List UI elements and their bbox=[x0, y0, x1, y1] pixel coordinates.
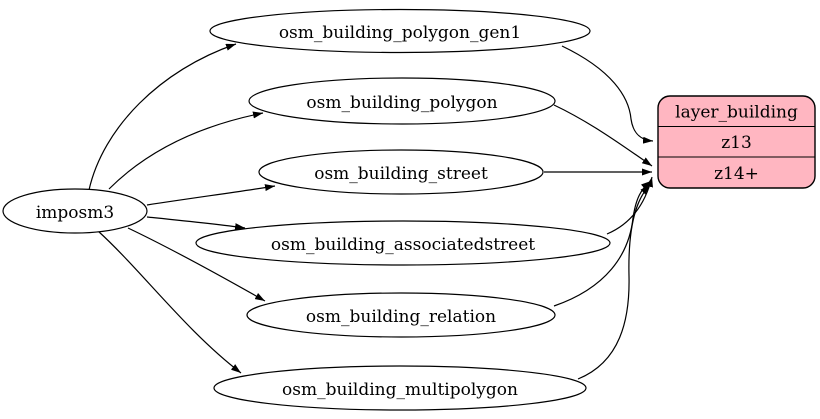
edge-imposm3-osm-building-associatedstreet bbox=[146, 216, 246, 231]
node-osm-building-relation: osm_building_relation bbox=[246, 292, 556, 338]
osm-building-multipolygon-ellipse bbox=[213, 365, 587, 411]
osm-building-associatedstreet-ellipse bbox=[195, 220, 611, 266]
edge-imposm3-osm-building-relation bbox=[127, 227, 266, 302]
node-layer-building: layer_building z13 z14+ bbox=[657, 95, 816, 189]
edge-imposm3-osm-building-polygon-gen1 bbox=[88, 43, 237, 191]
osm-building-street-label: osm_building_street bbox=[314, 164, 488, 184]
osm-building-polygon-gen1-ellipse bbox=[209, 8, 591, 54]
edge-osm-building-polygon-layer-building-z14 bbox=[553, 104, 653, 167]
osm-building-associatedstreet-label: osm_building_associatedstreet bbox=[271, 235, 535, 255]
layer-building-row-z14plus: z14+ bbox=[714, 164, 759, 184]
node-osm-building-polygon: osm_building_polygon bbox=[248, 77, 556, 125]
osm-building-polygon-ellipse bbox=[248, 77, 556, 125]
osm-building-polygon-gen1-label: osm_building_polygon_gen1 bbox=[279, 23, 521, 43]
osm-building-multipolygon-label: osm_building_multipolygon bbox=[282, 380, 518, 400]
node-imposm3: imposm3 bbox=[2, 188, 148, 234]
osm-building-polygon-label: osm_building_polygon bbox=[306, 93, 497, 113]
imposm3-label: imposm3 bbox=[36, 203, 114, 223]
osm-building-relation-ellipse bbox=[246, 292, 556, 338]
layer-building-box bbox=[657, 95, 816, 189]
node-osm-building-associatedstreet: osm_building_associatedstreet bbox=[195, 220, 611, 266]
edge-imposm3-osm-building-multipolygon bbox=[97, 230, 242, 374]
edge-osm-building-polygon-gen1-layer-building-z13 bbox=[561, 45, 654, 144]
edge-imposm3-osm-building-polygon bbox=[108, 111, 264, 190]
osm-building-street-ellipse bbox=[258, 149, 544, 195]
edge-osm-building-multipolygon-layer-building-z14 bbox=[577, 184, 651, 380]
edge-imposm3-osm-building-street bbox=[146, 184, 276, 206]
layer-building-row-z13: z13 bbox=[721, 133, 752, 153]
node-osm-building-multipolygon: osm_building_multipolygon bbox=[213, 365, 587, 411]
node-osm-building-street: osm_building_street bbox=[258, 149, 544, 195]
node-osm-building-polygon-gen1: osm_building_polygon_gen1 bbox=[209, 8, 591, 54]
layer-building-title: layer_building bbox=[675, 103, 798, 123]
osm-building-relation-label: osm_building_relation bbox=[306, 307, 496, 327]
imposm3-ellipse bbox=[2, 188, 148, 234]
